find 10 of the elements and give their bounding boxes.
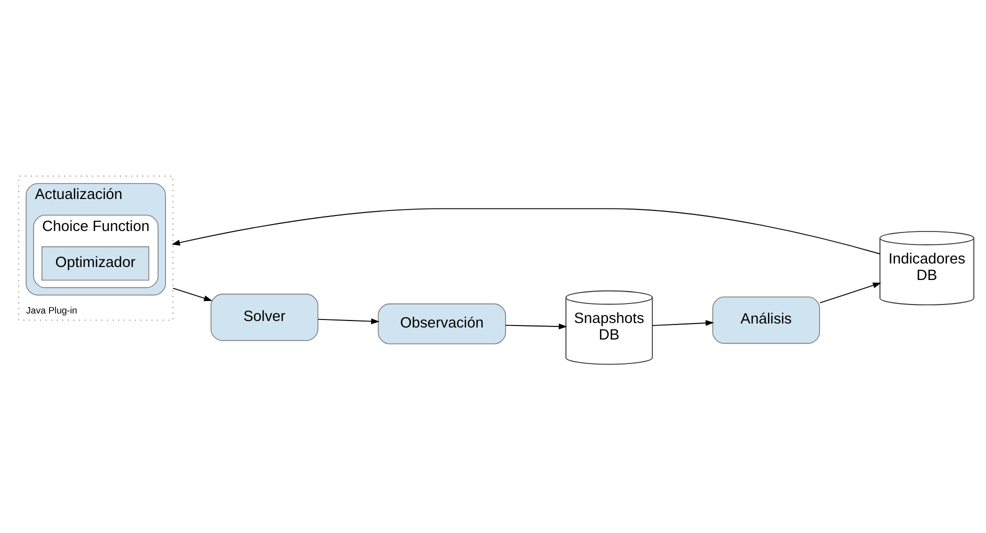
arrow xyxy=(172,208,880,254)
node-box: Optimizador xyxy=(41,246,150,281)
arrow xyxy=(820,282,882,304)
arrow xyxy=(318,318,380,324)
arrow xyxy=(172,288,212,302)
node-box: Análisis xyxy=(712,296,820,344)
node-box: Solver xyxy=(210,294,318,342)
node-box: Observación xyxy=(378,303,506,344)
arrow xyxy=(652,320,714,326)
arrow xyxy=(505,324,568,330)
